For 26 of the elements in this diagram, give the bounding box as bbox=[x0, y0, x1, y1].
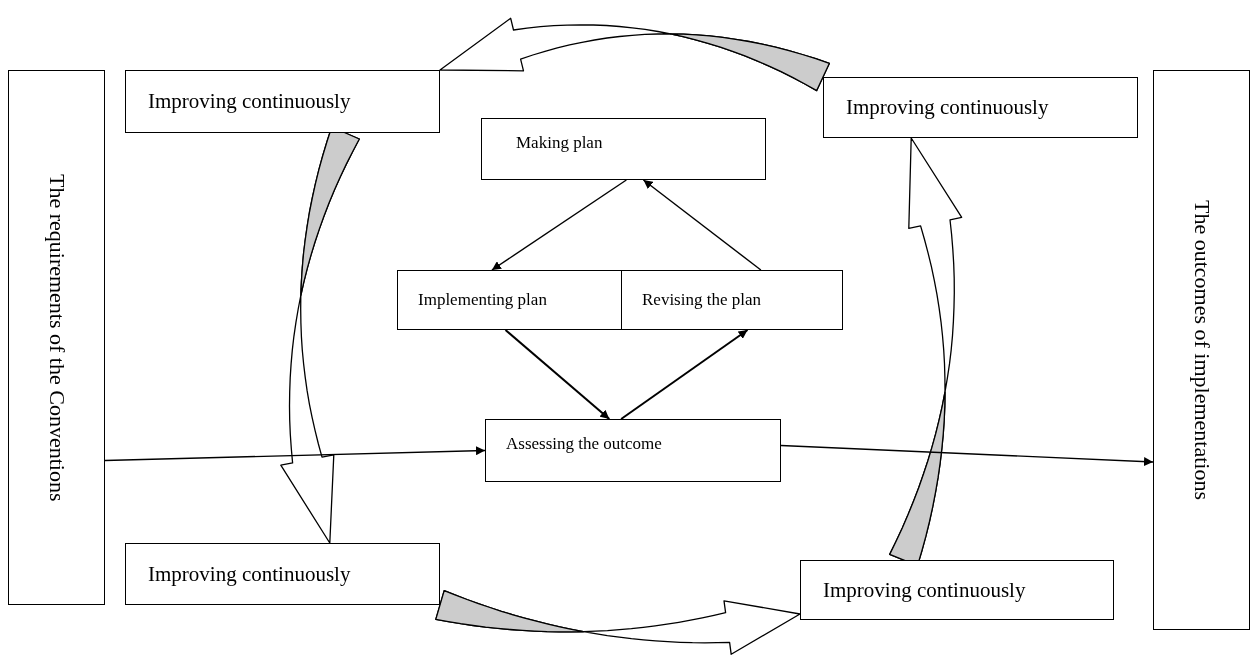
process-box bbox=[621, 270, 843, 330]
arrow bbox=[620, 329, 749, 420]
process-box bbox=[485, 419, 781, 482]
process-box bbox=[481, 118, 766, 180]
process-box bbox=[125, 543, 440, 605]
arrow bbox=[504, 329, 611, 420]
node-label: Improving continuously bbox=[148, 89, 351, 114]
process-box bbox=[397, 270, 623, 330]
process-box bbox=[800, 560, 1114, 620]
node-label: Making plan bbox=[516, 133, 603, 153]
vertical-text-box bbox=[8, 70, 105, 605]
node-label: The requirements of the Conventions bbox=[43, 173, 70, 502]
vertical-text-box bbox=[1153, 70, 1250, 630]
node-label: Revising the plan bbox=[642, 290, 761, 310]
process-box bbox=[125, 70, 440, 133]
process-box bbox=[823, 77, 1138, 138]
node-label: The outcomes of implementations bbox=[1188, 200, 1215, 500]
node-label: Assessing the outcome bbox=[506, 434, 662, 454]
node-label: Improving continuously bbox=[823, 577, 1026, 603]
arrow bbox=[780, 444, 1154, 467]
arrow bbox=[104, 446, 486, 462]
arrow bbox=[642, 179, 762, 271]
node-label: Improving continuously bbox=[846, 95, 1049, 120]
arrow bbox=[491, 179, 628, 271]
node-label: Improving continuously bbox=[148, 561, 351, 587]
node-label: Implementing plan bbox=[418, 290, 547, 310]
